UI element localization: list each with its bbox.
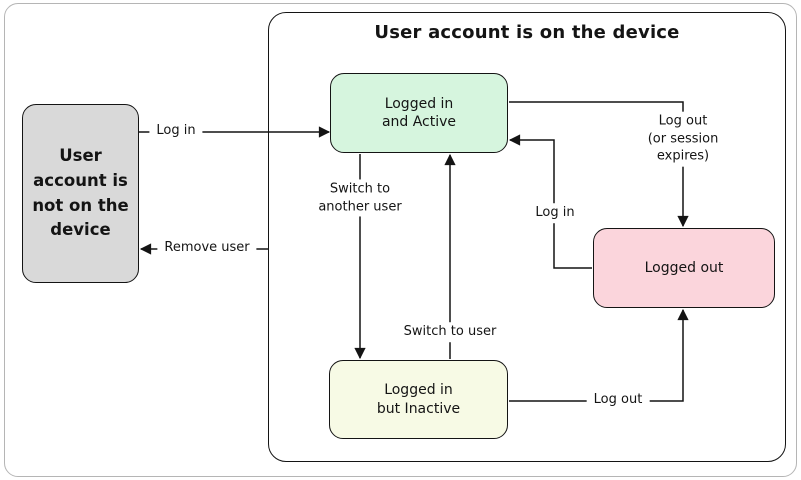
label-log-out-or-session-expires: Log out (or session expires) bbox=[624, 111, 742, 167]
label-log-out: Log out bbox=[586, 390, 650, 410]
state-logged-in-active: Logged in and Active bbox=[330, 73, 508, 153]
state-not-on-device: User account is not on the device bbox=[22, 104, 139, 283]
group-title: User account is on the device bbox=[374, 22, 680, 43]
label-remove-user: Remove user bbox=[157, 238, 257, 258]
label-log-in-from-logged-out: Log in bbox=[528, 203, 582, 223]
state-logged-in-inactive: Logged in but Inactive bbox=[329, 360, 508, 439]
label-switch-to-another-user: Switch to another user bbox=[311, 179, 409, 217]
state-logged-out: Logged out bbox=[593, 228, 775, 308]
label-log-in: Log in bbox=[149, 121, 203, 141]
label-switch-to-user: Switch to user bbox=[396, 322, 504, 342]
